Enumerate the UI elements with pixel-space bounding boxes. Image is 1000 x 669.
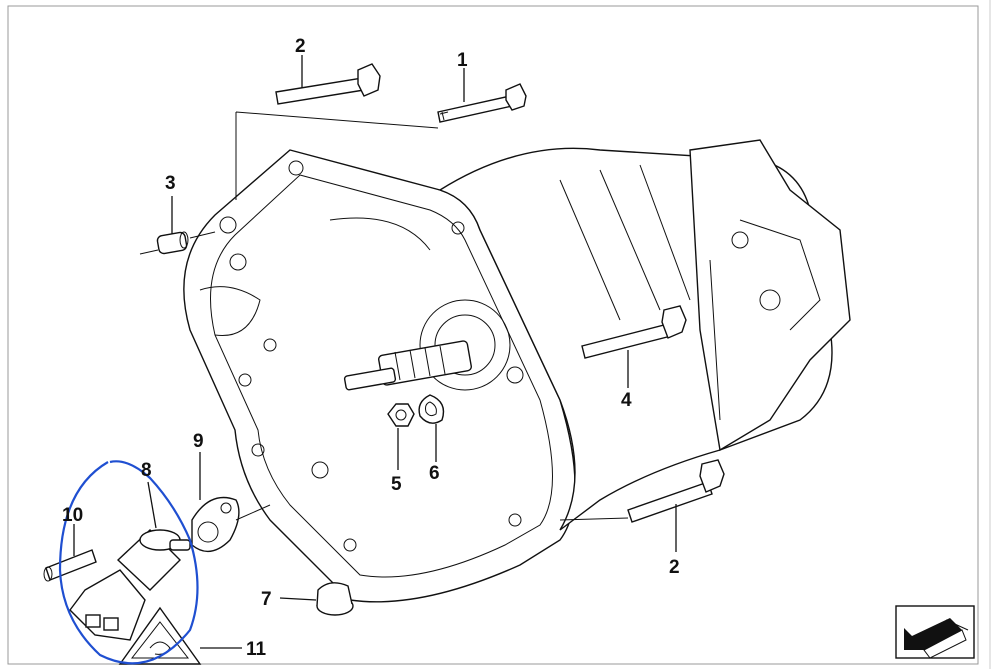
- gasket-icon: [191, 452, 271, 553]
- annotation-loop: [58, 460, 199, 665]
- plug-icon: [279, 582, 354, 616]
- sleeve-icon: [139, 196, 216, 255]
- bolt-4-icon: [581, 305, 687, 388]
- callout-9: 9: [193, 431, 204, 452]
- diagram-frame: [7, 5, 979, 665]
- callout-4: 4: [621, 390, 632, 411]
- navigation-arrow-icon[interactable]: [895, 605, 975, 659]
- stud-icon: [43, 524, 97, 582]
- bolt-2-bottom-icon: [559, 459, 725, 552]
- callout-5: 5: [391, 474, 402, 495]
- sensor-icon: [69, 481, 191, 641]
- warning-triangle-icon: [118, 606, 242, 665]
- nut-icon: [387, 403, 415, 470]
- transmission-housing-icon: [183, 139, 851, 603]
- callout-2-bottom: 2: [669, 557, 680, 578]
- callout-3: 3: [165, 173, 176, 194]
- callout-8: 8: [141, 460, 152, 481]
- callout-10: 10: [62, 505, 83, 526]
- callout-11: 11: [246, 639, 267, 660]
- seal-ring-icon: [418, 394, 445, 462]
- callout-2-top: 2: [295, 36, 306, 57]
- bolt-1-icon: [437, 68, 527, 123]
- callout-6: 6: [429, 463, 440, 484]
- callout-7: 7: [261, 589, 272, 610]
- bolt-2-top-icon: [235, 55, 439, 200]
- callout-1: 1: [457, 50, 468, 71]
